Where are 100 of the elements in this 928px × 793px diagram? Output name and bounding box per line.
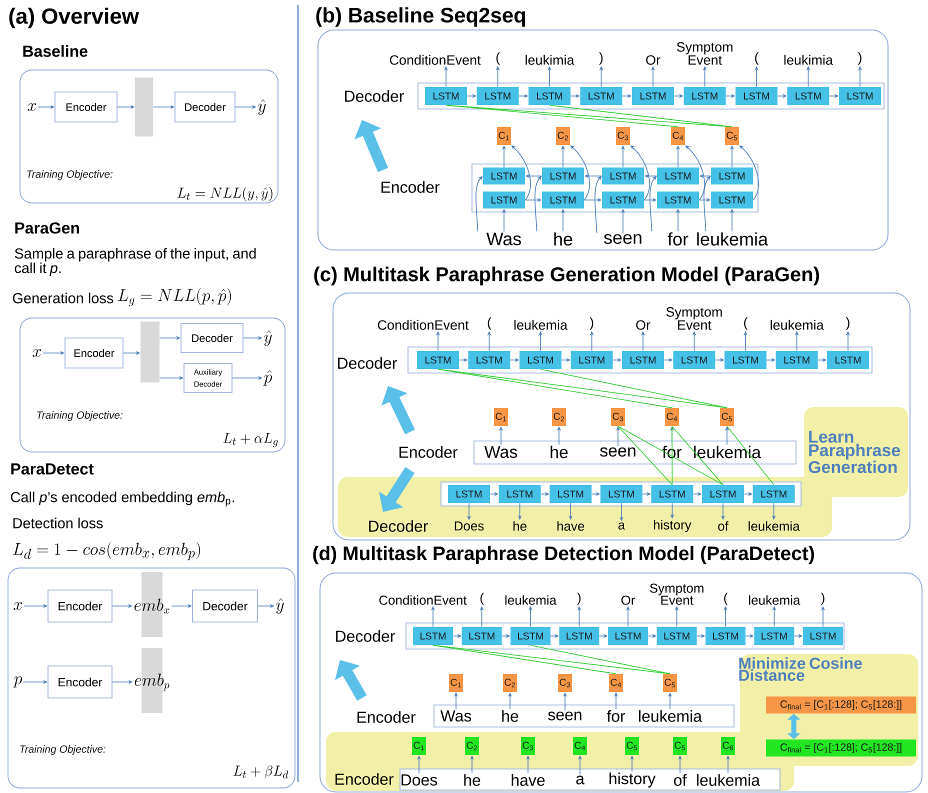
lstm-cell: LSTM — [570, 351, 613, 369]
lstm-cell: LSTM — [483, 192, 525, 208]
input-word: Was — [440, 710, 472, 722]
input-word: leukemia — [697, 774, 760, 786]
lstm-cell: LSTM — [542, 192, 584, 208]
output-token: leukemia — [749, 595, 800, 605]
lstm-cell: LSTM — [632, 87, 674, 105]
output-token: ) — [846, 317, 850, 330]
layer-label: Encoder — [382, 181, 440, 193]
input-word: a — [576, 776, 584, 784]
connector-line — [672, 426, 724, 486]
module-box: Decoder — [174, 92, 236, 122]
description-text: Generation loss — [12, 292, 114, 304]
context-vector: C$_{3}$ — [616, 127, 630, 145]
lstm-cell: LSTM — [417, 351, 459, 369]
lstm-cell: LSTM — [711, 192, 753, 208]
math-symbol: $\hat{y}$ — [264, 330, 272, 346]
lstm-cell: LSTM — [510, 627, 550, 645]
lstm-cell: LSTM — [787, 87, 830, 105]
formula: $L_g = NLL(p,\hat{p})$ — [118, 288, 231, 306]
embedding-bar: $emb_x$ — [134, 572, 170, 637]
lstm-cell: LSTM — [702, 485, 744, 503]
math-symbol: $\hat{y}$ — [258, 99, 266, 115]
embedding-bar — [140, 322, 160, 382]
module-box: Encoder — [48, 666, 112, 698]
double-arrow — [787, 714, 800, 740]
input-word: he — [550, 446, 568, 458]
layer-label: Encoder — [400, 446, 458, 458]
description-text: Sample a paraphrase of the input, and call it p. — [14, 248, 256, 276]
lstm-cell: LSTM — [483, 168, 525, 184]
lstm-cell: LSTM — [651, 485, 694, 503]
description-text: Call p’s encoded embedding emb$_{p}$. — [10, 492, 234, 506]
input-word: leukemia — [697, 232, 768, 246]
lstm-cell: LSTM — [736, 87, 778, 105]
output-token: ConditionEvent — [378, 320, 469, 330]
description-text: Detection loss — [13, 518, 103, 528]
context-vector: C$_{3}$ — [521, 737, 535, 755]
context-vector: C$_{1}$ — [412, 737, 426, 755]
output-token: ConditionEvent — [379, 595, 467, 605]
lstm-cell: LSTM — [827, 351, 869, 369]
output-token: Symptom Event — [650, 584, 704, 605]
layer-label: Encoder — [358, 711, 416, 723]
lstm-cell: LSTM — [528, 87, 570, 105]
node-label: (b) Baseline Seq2seq — [316, 7, 526, 27]
lstm-cell: LSTM — [462, 627, 502, 645]
input-word: have — [512, 774, 545, 786]
context-vector: C$_{5}$ — [663, 674, 677, 692]
context-vector: C$_{2}$ — [503, 674, 517, 692]
input-word: seen — [600, 447, 636, 457]
lstm-cell: LSTM — [468, 351, 510, 369]
context-vector: C$_{4}$ — [671, 127, 685, 145]
lstm-cell: LSTM — [657, 168, 699, 184]
context-vector: C$_{1}$ — [494, 408, 508, 426]
output-token: ( — [724, 592, 728, 605]
lstm-cell: LSTM — [448, 485, 490, 503]
input-word: of — [674, 774, 687, 786]
context-vector: C$_{4}$ — [609, 674, 623, 692]
connector-line — [672, 426, 673, 486]
context-vector: C$_{2}$ — [465, 737, 479, 755]
output-token: Or — [646, 55, 660, 65]
output-token: ( — [755, 52, 759, 65]
arrow — [594, 176, 602, 234]
math-symbol: $x$ — [14, 602, 22, 610]
context-vector: C$_{3}$ — [558, 674, 572, 692]
math-symbol: $p$ — [13, 676, 22, 688]
note-box: Learn Paraphrase Generation — [804, 407, 908, 497]
output-token: ( — [488, 317, 492, 330]
input-word: for — [606, 710, 626, 722]
heading: Baseline — [23, 45, 88, 57]
layer-label: Decoder — [336, 630, 395, 642]
lstm-cell: LSTM — [657, 192, 699, 208]
output-token: Or — [636, 320, 650, 330]
embedding-bar — [135, 78, 153, 136]
math-symbol: $\hat{y}$ — [276, 598, 284, 614]
connector-line — [540, 368, 728, 408]
math-symbol: $x$ — [32, 349, 42, 357]
context-vector: C$_{6}$ — [721, 737, 735, 755]
lstm-cell: LSTM — [839, 87, 881, 105]
vector-formula: C$_{final}$ = [C$_{1}$[:128]; C$_{5}$[128:]] — [766, 696, 916, 714]
output-token: ( — [480, 592, 484, 605]
input-word: seen — [604, 234, 642, 244]
context-vector: C$_{5}$ — [673, 737, 687, 755]
module-box: Encoder — [48, 590, 112, 622]
input-word: he — [513, 521, 526, 531]
output-token: leukemia — [514, 320, 568, 330]
output-token: Symptom Event — [666, 307, 722, 330]
heading: ParaDetect — [11, 463, 94, 475]
layer-label: Decoder — [338, 357, 397, 369]
lstm-cell: LSTM — [498, 485, 541, 503]
input-word: Does — [402, 774, 438, 786]
connector-line — [446, 104, 678, 128]
connector-line — [618, 426, 724, 486]
output-token: ) — [590, 317, 594, 330]
output-token: ConditionEvent — [390, 54, 481, 65]
heading: ParaGen — [15, 222, 80, 234]
connector-line — [530, 644, 670, 674]
input-word: seen — [548, 712, 582, 720]
context-vector: C$_{1}$ — [497, 127, 511, 145]
lstm-cell: LSTM — [656, 627, 697, 645]
lstm-cell: LSTM — [580, 87, 622, 105]
